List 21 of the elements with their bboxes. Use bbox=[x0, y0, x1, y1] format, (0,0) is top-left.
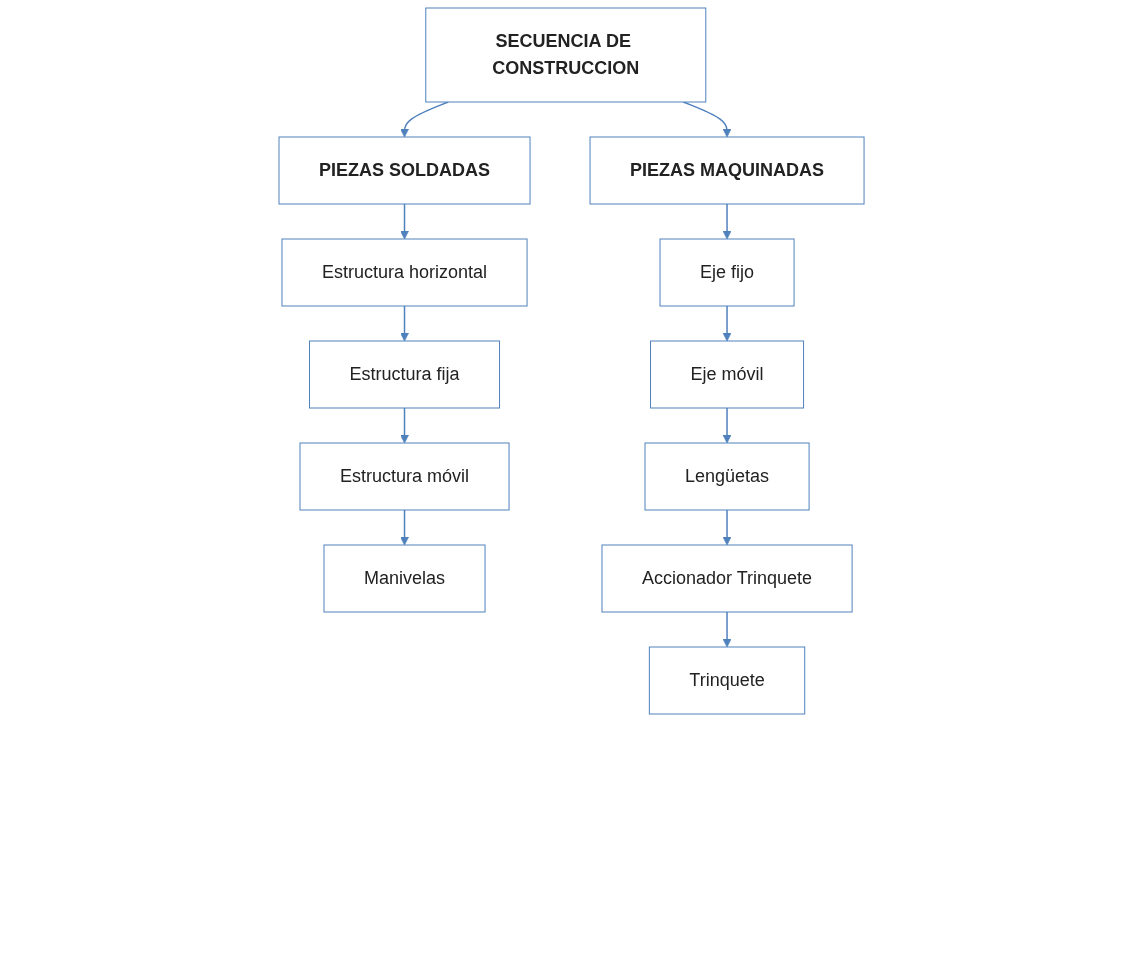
arrow bbox=[400, 305, 409, 342]
arrow bbox=[722, 509, 732, 546]
node-box: Accionador Trinquete bbox=[601, 544, 853, 613]
arrow bbox=[400, 407, 409, 444]
node-box: Lengüetas bbox=[644, 442, 810, 511]
node-box: PIEZAS SOLDADAS bbox=[278, 136, 531, 205]
node-box: Eje fijo bbox=[659, 238, 795, 307]
node-box: Manivelas bbox=[323, 544, 486, 613]
node-box: Estructura fija bbox=[308, 340, 500, 409]
node-box: Eje móvil bbox=[650, 340, 804, 409]
arrow bbox=[722, 407, 732, 444]
arrow bbox=[400, 509, 409, 546]
arrow bbox=[722, 203, 732, 240]
arrow bbox=[722, 611, 732, 648]
node-box: PIEZAS MAQUINADAS bbox=[589, 136, 865, 205]
arrow bbox=[722, 305, 732, 342]
arrow bbox=[400, 203, 409, 240]
node-box: Estructura horizontal bbox=[281, 238, 528, 307]
node-box: Trinquete bbox=[648, 646, 806, 715]
node-box: Estructura móvil bbox=[299, 442, 510, 511]
node-box: SECUENCIA DE CONSTRUCCION bbox=[425, 7, 707, 103]
